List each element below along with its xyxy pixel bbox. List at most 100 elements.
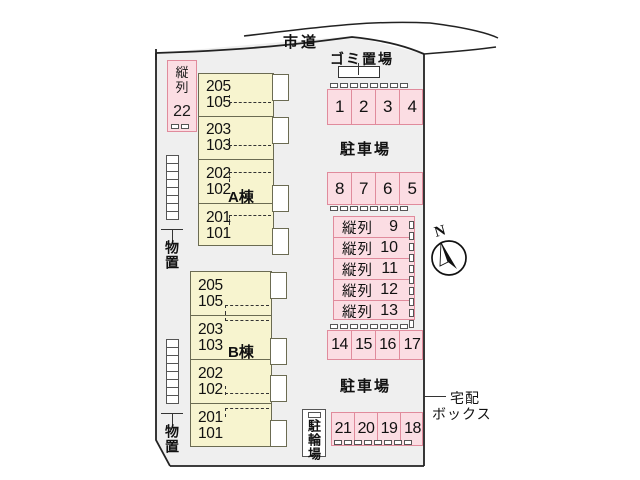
parking-space-20[interactable]: 20	[355, 413, 378, 445]
parking-space-2[interactable]: 2	[352, 90, 376, 124]
balcony-dash-b4v	[225, 408, 226, 417]
balcony-dash-b3	[225, 393, 269, 394]
parking-space-1[interactable]: 1	[328, 90, 352, 124]
entrance-tab-b-201[interactable]	[270, 420, 287, 447]
parking-space-8[interactable]: 8	[328, 173, 352, 204]
balcony-dash-b2	[225, 320, 269, 321]
compass-rose: N	[431, 222, 467, 276]
parking-row1-wheelstops	[330, 83, 408, 88]
unit-b-201-101-numbers: 201 101	[198, 409, 223, 442]
unit-a-203-103[interactable]: 203 103	[199, 117, 273, 160]
parking-space-4[interactable]: 4	[407, 97, 417, 116]
building-a[interactable]: 205 105 203 103 202 102 201 101	[198, 73, 274, 246]
storage-b-label: 物置	[164, 424, 180, 454]
tandem-row-13-number: 13	[380, 302, 398, 319]
unit-a-201-101-numbers: 201 101	[206, 208, 231, 242]
parking-row2-wheelstops	[330, 206, 408, 211]
tandem-row-9-prefix: 縦列	[342, 220, 373, 237]
bicycle-parking-area[interactable]: 駐輪場	[302, 409, 326, 461]
unit-a-203-103-numbers: 203 103	[206, 121, 231, 154]
tandem-22-prefix: 縦 列	[175, 65, 189, 95]
balcony-dash-b2v	[225, 312, 226, 321]
bicycle-parking-label: 駐輪場	[306, 419, 321, 461]
parking-space-14[interactable]: 14	[328, 331, 352, 359]
storage-a-stem	[172, 229, 173, 241]
parking-space-6[interactable]: 6	[376, 173, 400, 204]
tandem-row-10[interactable]: 縦列 10	[334, 238, 414, 259]
parking-row4-wheelstops	[334, 440, 412, 445]
unit-b-201-101[interactable]: 201 101	[191, 404, 271, 448]
storage-b-units	[166, 339, 179, 404]
balcony-dash-a2	[229, 145, 271, 146]
storage-a-units	[166, 155, 179, 220]
parking-space-3[interactable]: 3	[376, 90, 400, 124]
balcony-dash-a1v	[229, 95, 230, 103]
bicycle-rack-icon	[308, 412, 321, 418]
unit-b-203-103[interactable]: 203 103	[191, 316, 271, 360]
parking-space-19[interactable]: 19	[378, 413, 401, 445]
delivery-box-leader-line	[424, 396, 446, 398]
building-b[interactable]: 205 105 203 103 202 102 201 101	[190, 271, 272, 447]
tandem-row-13-prefix: 縦列	[342, 304, 373, 321]
parking-space-16[interactable]: 16	[376, 331, 400, 359]
tandem-row-9[interactable]: 縦列 9	[334, 217, 414, 238]
parking-space-17[interactable]: 17	[403, 336, 421, 353]
tandem-row-10-number: 10	[380, 239, 398, 256]
parking-space-18[interactable]: 18	[404, 420, 421, 437]
unit-b-205-105[interactable]: 205 105	[191, 272, 271, 316]
entrance-tab-b-202[interactable]	[270, 375, 287, 402]
parking-row-14-17[interactable]: 14 15 16 17	[327, 330, 423, 360]
trash-leader-line	[358, 63, 360, 75]
unit-a-202-102[interactable]: 202 102	[199, 160, 273, 204]
storage-a-label: 物置	[164, 240, 180, 270]
parking-lot-label-lower: 駐車場	[340, 378, 392, 395]
parking-row-1-4[interactable]: 1 2 3 4	[327, 89, 423, 125]
trash-area-label: ゴミ置場	[330, 51, 394, 67]
parking-space-5[interactable]: 5	[407, 178, 417, 198]
parking-space-7[interactable]: 7	[352, 173, 376, 204]
entrance-tab-a-205[interactable]	[272, 74, 289, 101]
tandem-row-12-prefix: 縦列	[342, 283, 373, 300]
tandem-row-12-number: 12	[380, 281, 398, 298]
tandem-row-12[interactable]: 縦列 12	[334, 280, 414, 301]
tandem-parking-block[interactable]: 縦列 9 縦列 10 縦列 11 縦列 12 縦列 13	[333, 216, 415, 321]
tandem-space-22[interactable]: 縦 列 22	[167, 60, 197, 132]
delivery-box-label-line2: ボックス	[432, 406, 492, 422]
balcony-dash-b1v	[225, 305, 226, 314]
entrance-tab-a-202[interactable]	[272, 185, 289, 212]
building-b-label: B棟	[228, 344, 254, 361]
tandem-row-9-number: 9	[389, 218, 398, 235]
tandem-row-11-prefix: 縦列	[342, 262, 373, 279]
tandem-row-10-prefix: 縦列	[342, 241, 373, 258]
balcony-dash-a4	[229, 215, 271, 216]
tandem-row-11[interactable]: 縦列 11	[334, 259, 414, 280]
unit-b-202-102[interactable]: 202 102	[191, 360, 271, 404]
unit-a-205-105[interactable]: 205 105	[199, 74, 273, 117]
unit-b-202-102-numbers: 202 102	[198, 364, 223, 398]
entrance-tab-a-201[interactable]	[272, 228, 289, 255]
storage-b-stem	[172, 413, 173, 425]
parking-space-21[interactable]: 21	[332, 413, 355, 445]
balcony-dash-b1	[225, 305, 269, 306]
unit-a-202-102-numbers: 202 102	[206, 164, 231, 198]
tandem-wheelstops	[409, 221, 414, 328]
tandem-row-11-number: 11	[381, 260, 398, 277]
entrance-tab-b-203[interactable]	[270, 338, 287, 365]
delivery-box-label-line1: 宅配	[450, 390, 480, 406]
balcony-dash-a2v	[229, 138, 230, 146]
road-label: 市道	[283, 34, 320, 51]
parking-row3-wheelstops	[330, 324, 408, 329]
unit-a-201-101[interactable]: 201 101	[199, 204, 273, 247]
parking-lot-label-upper: 駐車場	[340, 141, 392, 158]
entrance-tab-b-205[interactable]	[270, 272, 287, 299]
svg-text:N: N	[433, 222, 448, 240]
balcony-dash-a3v	[229, 172, 230, 182]
parking-space-15[interactable]: 15	[352, 331, 376, 359]
unit-a-205-105-numbers: 205 105	[206, 78, 231, 111]
balcony-dash-a1	[229, 102, 271, 103]
parking-row-8-5[interactable]: 8 7 6 5	[327, 172, 423, 205]
tandem-row-13[interactable]: 縦列 13	[334, 301, 414, 321]
entrance-tab-a-203[interactable]	[272, 117, 289, 144]
tandem-22-wheelstops	[171, 124, 189, 129]
